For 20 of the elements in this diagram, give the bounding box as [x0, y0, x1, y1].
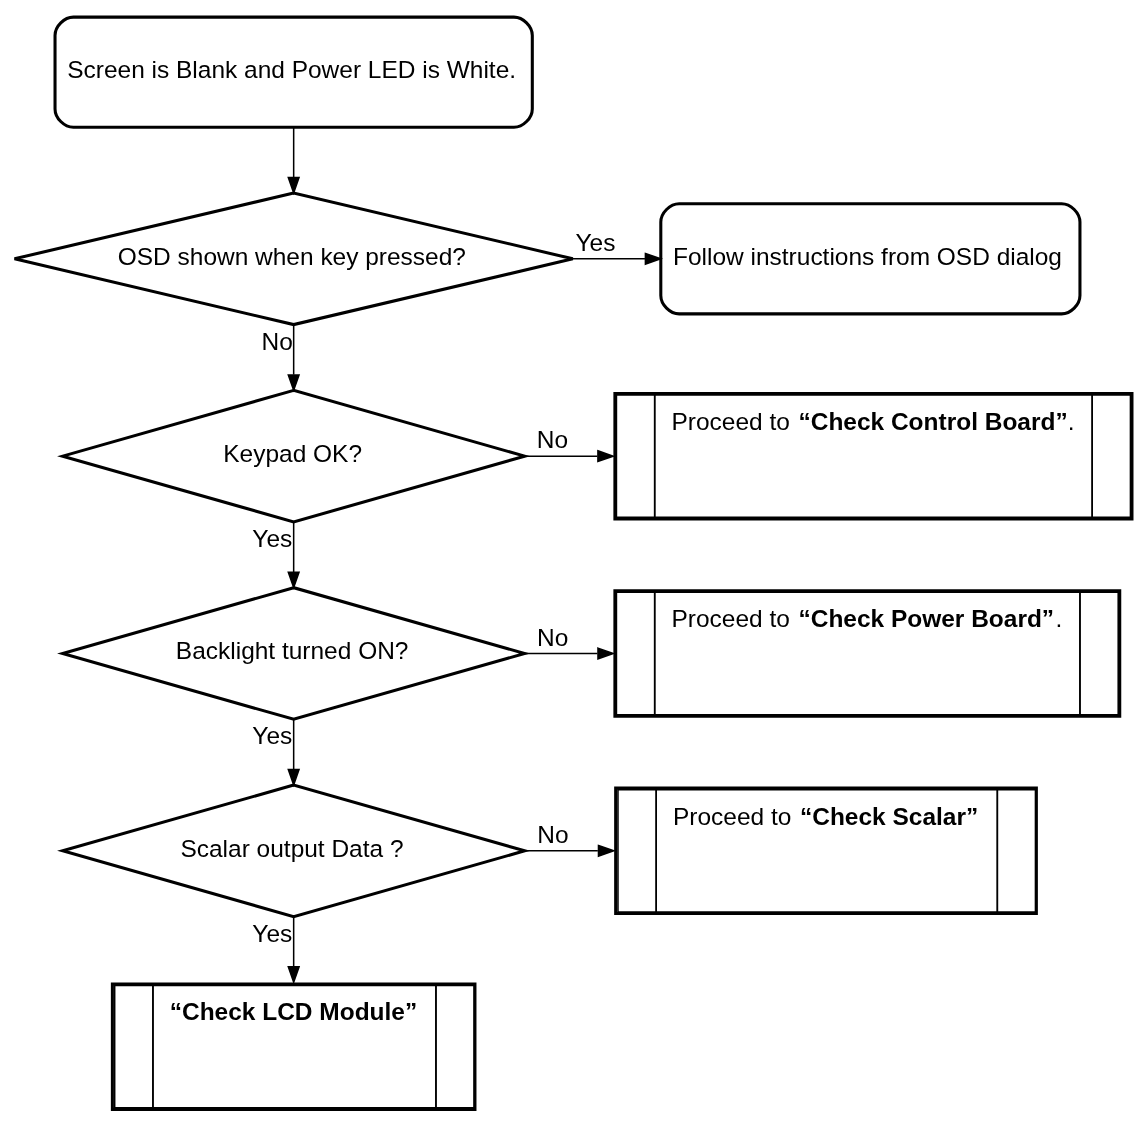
arrow [524, 647, 616, 660]
edge-label: Yes [252, 722, 293, 750]
arrow [524, 844, 617, 858]
arrow [287, 126, 301, 196]
edge-label: Yes [575, 228, 616, 256]
arrow [572, 252, 664, 266]
node-diamond: OSD shown when key pressed? [13, 191, 575, 327]
node-box: Follow instructions from OSD dialog [659, 202, 1082, 316]
edge-label: Yes [252, 524, 293, 552]
edge-label: No [536, 426, 569, 454]
arrow [523, 449, 616, 463]
arrow [287, 521, 301, 590]
arrow [287, 718, 301, 788]
node-box: Screen is Blank and Power LED is White. [53, 15, 534, 129]
edge-label: No [261, 327, 293, 355]
edge-label: No [537, 623, 569, 651]
arrow [287, 324, 301, 393]
edge-label: Yes [252, 919, 293, 947]
edge-label: No [537, 820, 569, 848]
arrow [287, 916, 301, 985]
